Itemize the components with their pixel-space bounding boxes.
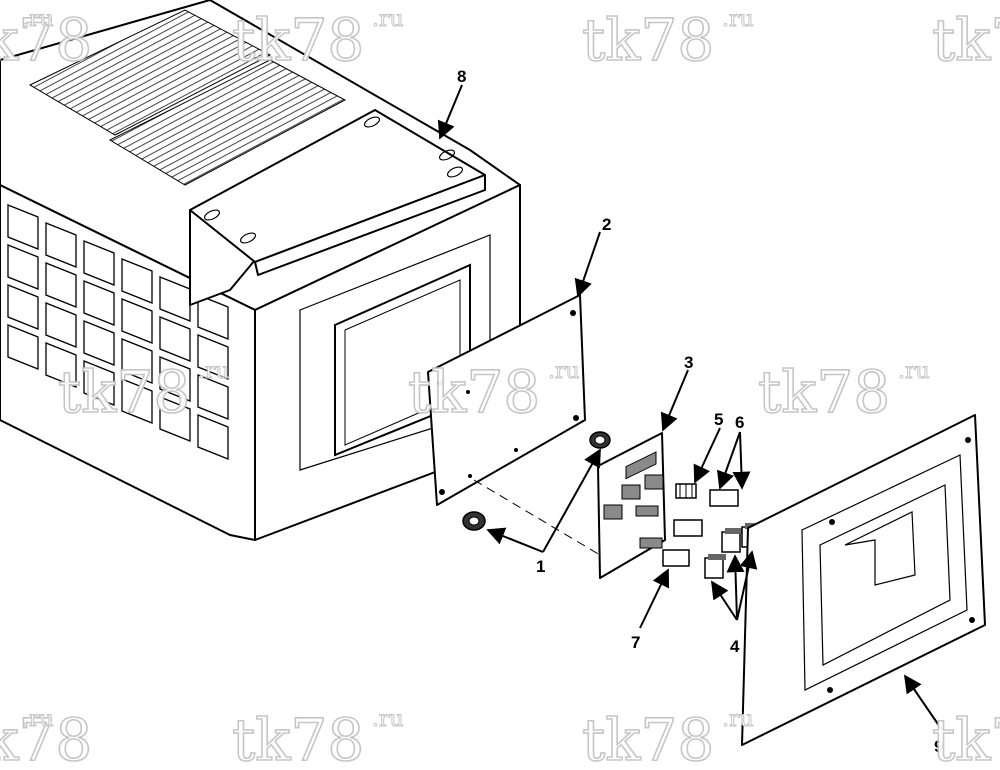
watermark: tk78 .ru (231, 705, 404, 770)
svg-text:tk78: tk78 (232, 6, 364, 74)
keypad-key (45, 302, 77, 348)
grommet-upper (589, 431, 611, 449)
watermark: tk78 (931, 5, 1000, 75)
part-6-connectors (673, 489, 739, 537)
svg-text:.ru: .ru (722, 7, 754, 32)
leader-1a (542, 448, 601, 553)
svg-text:tk78: tk78 (758, 358, 890, 426)
watermark: tk78 .ru (581, 705, 754, 770)
keypad-key (197, 414, 229, 460)
keypad-key (159, 276, 191, 322)
svg-text:.ru: .ru (548, 359, 580, 384)
svg-text:tk78: tk78 (58, 358, 190, 426)
leader-4a (711, 580, 738, 621)
leader-7 (639, 568, 670, 629)
keypad-grid (7, 204, 229, 460)
keypad-key (7, 244, 39, 290)
svg-text:tk78: tk78 (408, 358, 540, 426)
leader-4c (736, 550, 758, 621)
keypad-key (7, 284, 39, 330)
leader-8 (437, 84, 463, 140)
keypad-key (83, 240, 115, 286)
vent-grille (28, 9, 347, 186)
keypad-key (7, 324, 39, 370)
svg-text:tk78: tk78 (582, 706, 714, 765)
keypad-key (45, 262, 77, 308)
keypad-key (121, 338, 153, 384)
keypad-key (121, 298, 153, 344)
leader-5 (693, 427, 721, 484)
leader-2 (574, 231, 601, 298)
leader-3 (660, 369, 689, 432)
keypad-key (83, 280, 115, 326)
svg-text:tk78: tk78 (932, 6, 1000, 74)
svg-text:.ru: .ru (372, 707, 404, 732)
board-connectors (603, 451, 664, 549)
callout-5: 5 (714, 410, 723, 429)
keypad-key (7, 204, 39, 250)
leader-1b (486, 527, 544, 553)
svg-text:.ru: .ru (898, 359, 930, 384)
keypad-key (197, 374, 229, 420)
svg-text:.ru: .ru (22, 7, 54, 32)
svg-text:tk78: tk78 (0, 706, 92, 765)
keypad-key (121, 378, 153, 424)
watermark: tk78 .ru (0, 705, 93, 770)
part-5-jumper (675, 483, 697, 499)
leader-6a (716, 431, 741, 490)
watermarks: tk78 .ru tk78 .ru tk78 .ru tk78 tk78 .ru… (0, 5, 1000, 770)
keypad-key (197, 334, 229, 380)
svg-text:.ru: .ru (198, 359, 230, 384)
keypad-key (159, 316, 191, 362)
svg-text:tk78: tk78 (582, 6, 714, 74)
callout-8: 8 (457, 67, 466, 86)
svg-text:.ru: .ru (372, 7, 404, 32)
callout-3: 3 (684, 353, 693, 372)
part-7-connector (662, 549, 690, 567)
callout-labels: 8 2 3 5 6 1 7 4 9 (457, 67, 943, 756)
watermark: tk78 .ru (0, 5, 93, 75)
grommet-lower (462, 511, 486, 531)
leader-9 (903, 674, 943, 731)
callout-7: 7 (631, 633, 640, 652)
svg-text:.ru: .ru (22, 707, 54, 732)
watermark: tk78 (931, 705, 1000, 770)
leader-4b (726, 554, 745, 621)
svg-text:tk78: tk78 (932, 706, 1000, 765)
leader-6b (732, 431, 751, 490)
watermark: tk78 .ru (757, 357, 930, 427)
watermark: tk78 .ru (57, 357, 230, 427)
keypad-key (45, 222, 77, 268)
keypad-key (83, 360, 115, 406)
part-2-cover-plate (427, 294, 586, 506)
keypad-key (159, 356, 191, 402)
watermark: tk78 .ru (407, 357, 580, 427)
callout-4: 4 (730, 637, 740, 656)
keypad-key (121, 258, 153, 304)
part-8-mounting-bracket (189, 109, 486, 306)
keypad-key (197, 294, 229, 340)
svg-text:tk78: tk78 (0, 6, 92, 74)
callout-2: 2 (602, 215, 611, 234)
watermark: tk78 .ru (231, 5, 404, 75)
callout-6: 6 (735, 413, 744, 432)
keypad-key (83, 320, 115, 366)
part-9-bezel-frame (741, 414, 986, 746)
leader-arrows (437, 84, 943, 731)
svg-text:tk78: tk78 (232, 706, 364, 765)
part-3-circuit-board (597, 432, 666, 579)
part-1-grommets (462, 431, 611, 556)
keypad-key (159, 396, 191, 442)
callout-9: 9 (934, 737, 943, 756)
svg-text:.ru: .ru (722, 707, 754, 732)
keypad-key (45, 342, 77, 388)
watermark: tk78 .ru (581, 5, 754, 75)
callout-1: 1 (536, 557, 545, 576)
